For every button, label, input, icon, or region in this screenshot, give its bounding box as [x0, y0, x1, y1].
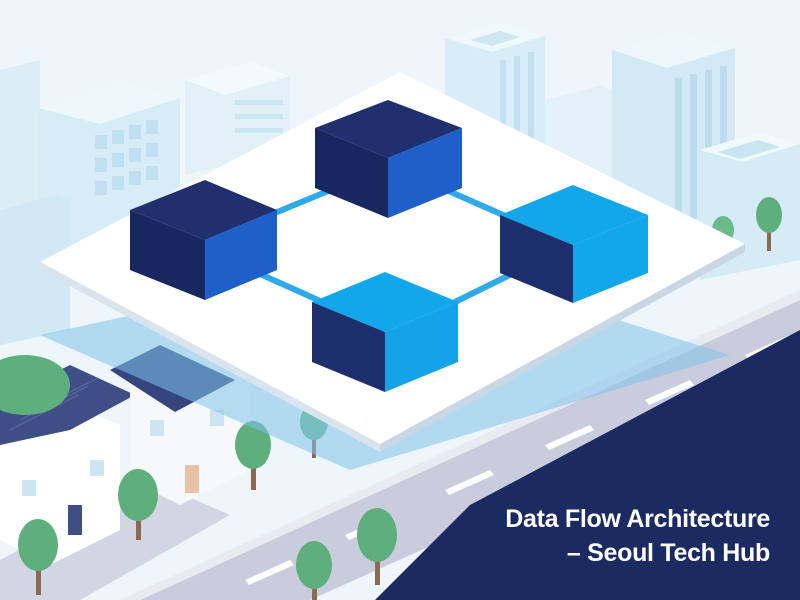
tree-icon: [118, 469, 158, 540]
node-right: [500, 185, 648, 303]
building-right-mid-columns: [500, 52, 534, 150]
caption-background: [375, 330, 800, 600]
house-two-window: [150, 420, 164, 436]
building-right-tower-columns: [675, 66, 727, 228]
bush-left: [0, 355, 70, 415]
house-two-door: [185, 465, 199, 493]
node-left: [130, 180, 277, 300]
building-left-windows: [95, 120, 158, 195]
tree-icon: [18, 519, 58, 595]
caption: Data Flow Architecture – Seoul Tech Hub: [450, 502, 770, 570]
data-node-cube-icon: [130, 100, 648, 392]
platform-side-right: [380, 244, 745, 452]
building-right-mid-rooftop: [470, 31, 520, 46]
house-one-window: [22, 480, 36, 496]
platform-top: [40, 72, 745, 444]
building-left-second-roof: [185, 62, 290, 95]
building-far-right-rooftop: [718, 140, 780, 159]
background-buildings-right: [445, 22, 800, 280]
tree-icon: [756, 197, 782, 251]
floating-platform: [40, 72, 745, 452]
building-right-tower-roof: [612, 30, 735, 68]
tree-icon: [235, 421, 271, 490]
node-top: [315, 100, 462, 218]
tree-icon: [357, 508, 397, 585]
platform-side-left: [40, 262, 380, 452]
side-street-surface: [0, 480, 230, 600]
house-one-door: [68, 505, 82, 535]
house-two-window: [210, 410, 224, 426]
building-left-second-stripes: [235, 100, 283, 133]
caption-line-2: – Seoul Tech Hub: [566, 539, 770, 567]
tree-icon: [296, 541, 332, 600]
side-street: [0, 480, 230, 600]
node-bottom: [312, 272, 458, 392]
building-left-lower: [0, 195, 70, 345]
building-left-office-roof: [38, 80, 180, 124]
caption-line-1: Data Flow Architecture: [505, 505, 770, 533]
house-one-window: [90, 460, 104, 476]
